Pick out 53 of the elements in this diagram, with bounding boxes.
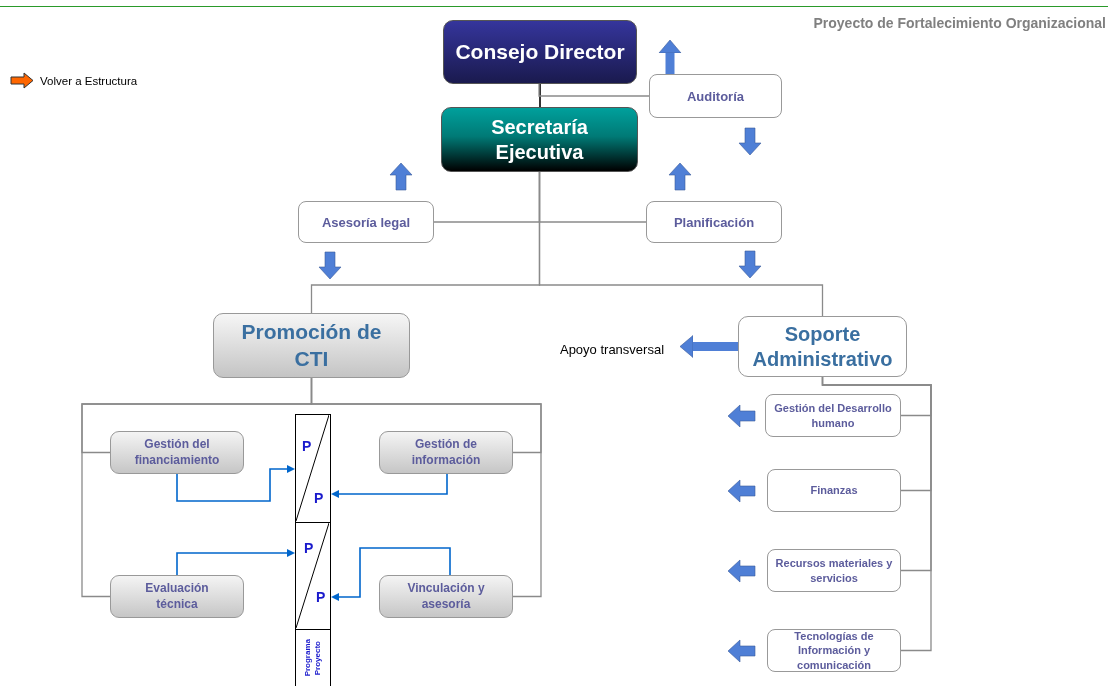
vertical-label: Proyecto [314, 640, 322, 676]
org-box [379, 575, 513, 618]
cell-label: P [302, 439, 312, 453]
connector-line [539, 83, 541, 108]
org-box [646, 201, 782, 243]
block-arrow [679, 335, 738, 358]
box-label: Gestión de información [410, 436, 482, 469]
org-box [649, 74, 782, 118]
cell-label: P [316, 590, 326, 604]
cell-label: P [314, 491, 324, 505]
box-label: Gestión del financiamiento [134, 436, 220, 469]
box-label: Tecnologías de Información y comunicación [793, 629, 875, 672]
text-label: Apoyo transversal [548, 339, 676, 359]
org-box [110, 431, 244, 474]
connector-line [310, 377, 542, 598]
box-label: Soporte Administrativo [751, 321, 894, 372]
box-label: Auditoría [686, 88, 745, 104]
box-label: Finanzas [810, 483, 858, 498]
connector-line [821, 376, 932, 652]
box-label: Secretaría Ejecutiva [490, 114, 589, 165]
block-arrow [658, 39, 682, 74]
box-label: Asesoría legal [321, 214, 411, 230]
arrow [176, 549, 295, 576]
connector-line [538, 171, 824, 317]
arrow [176, 465, 295, 502]
box-label: Evaluación técnica [144, 580, 210, 613]
connector-line [538, 83, 650, 97]
link-text: Volver a Estructura [40, 74, 138, 87]
org-box [767, 549, 901, 592]
org-box [379, 431, 513, 474]
arrow [331, 473, 448, 498]
cell-label: P [304, 541, 314, 555]
org-box [443, 20, 637, 84]
org-box [767, 469, 901, 512]
org-box [441, 107, 638, 172]
org-box [738, 316, 907, 377]
program-cell [295, 629, 331, 686]
box-label: Recursos materiales y servicios [774, 556, 894, 585]
program-cell [295, 414, 331, 523]
program-cell [295, 522, 331, 630]
arrow [331, 547, 451, 601]
box-label: Promoción de CTI [240, 319, 383, 372]
org-box [213, 313, 410, 378]
org-box [767, 629, 901, 672]
box-label: Vinculación y asesoría [406, 580, 486, 613]
org-box [765, 394, 901, 437]
page-title: Proyecto de Fortalecimiento Organizacional [813, 15, 1106, 31]
vertical-label: Programa [304, 639, 312, 677]
box-label: Planificación [673, 214, 755, 230]
org-box [298, 201, 434, 243]
box-label: Gestión del Desarrollo humano [773, 401, 893, 430]
org-box [110, 575, 244, 618]
box-label: Consejo Director [455, 40, 625, 64]
